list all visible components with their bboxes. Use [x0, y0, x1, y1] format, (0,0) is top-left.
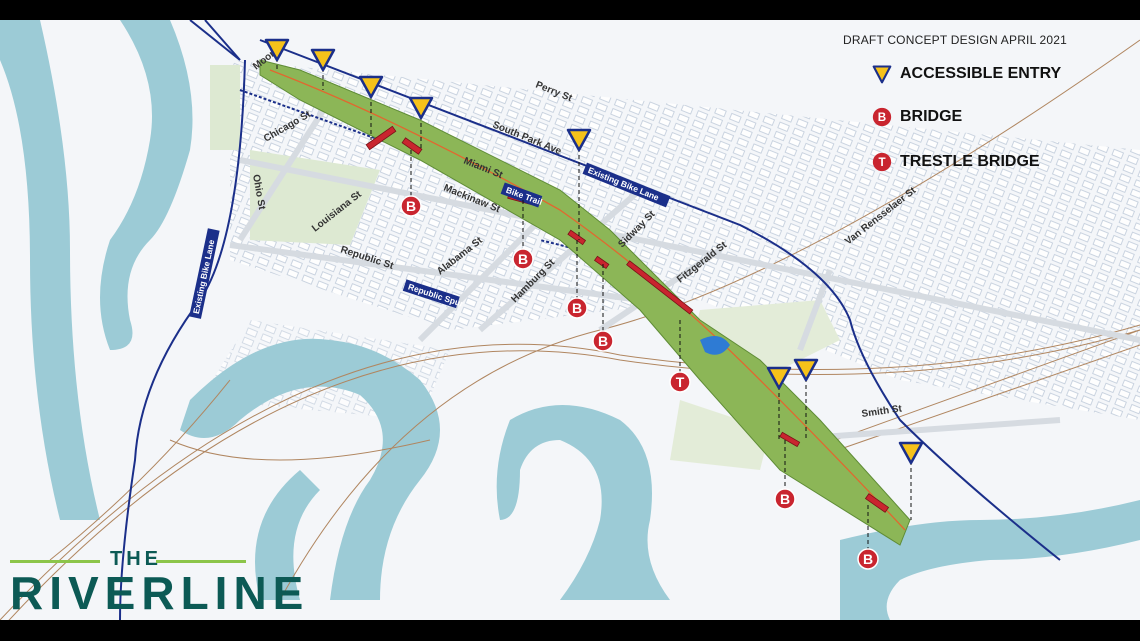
bridge-marker-icon[interactable]: B	[400, 195, 422, 217]
svg-text:B: B	[863, 551, 873, 567]
legend-label: BRIDGE	[900, 108, 963, 125]
bridge-marker-icon[interactable]: B	[566, 297, 588, 319]
trestle-bridge-marker-icon: T	[872, 152, 892, 172]
logo-the: THE	[110, 548, 162, 570]
svg-text:T: T	[878, 156, 885, 169]
logo-riverline: RIVERLINE	[10, 567, 310, 619]
buffalo-river	[0, 20, 1140, 620]
bridge-marker-icon[interactable]: B	[592, 330, 614, 352]
legend-label: ACCESSIBLE ENTRY	[900, 65, 1062, 82]
legend-trestle-bridge: T TRESTLE BRIDGE	[872, 152, 1040, 172]
svg-text:B: B	[780, 491, 790, 507]
riverline-map[interactable]: Existing Bike Lane Bike Trail Republic S…	[0, 20, 1140, 620]
svg-text:T: T	[676, 374, 685, 390]
svg-text:B: B	[878, 111, 886, 124]
svg-text:B: B	[598, 333, 608, 349]
svg-text:B: B	[518, 251, 528, 267]
svg-text:B: B	[572, 300, 582, 316]
green-space	[210, 65, 240, 150]
legend-bridge: B BRIDGE	[872, 107, 962, 127]
marker-leader-lines	[276, 58, 912, 549]
bridge-marker-icon[interactable]: B	[512, 248, 534, 270]
logo-rule	[156, 560, 246, 563]
legend-label: TRESTLE BRIDGE	[900, 153, 1040, 170]
riverline-trail-park[interactable]	[259, 59, 911, 546]
bridge-marker-icon[interactable]: B	[774, 488, 796, 510]
pond	[700, 336, 730, 355]
svg-text:B: B	[406, 198, 416, 214]
trestle-bridge-marker-icon[interactable]: T	[669, 371, 691, 393]
green-space	[670, 400, 770, 470]
accessible-entry-triangle-icon	[872, 65, 892, 84]
bridge-marker-icon: B	[872, 107, 892, 127]
draft-concept-title: DRAFT CONCEPT DESIGN APRIL 2021	[843, 33, 1068, 47]
legend-accessible-entry: ACCESSIBLE ENTRY	[872, 64, 1061, 84]
logo-rule	[10, 560, 100, 563]
bridge-marker-icon[interactable]: B	[857, 548, 879, 570]
